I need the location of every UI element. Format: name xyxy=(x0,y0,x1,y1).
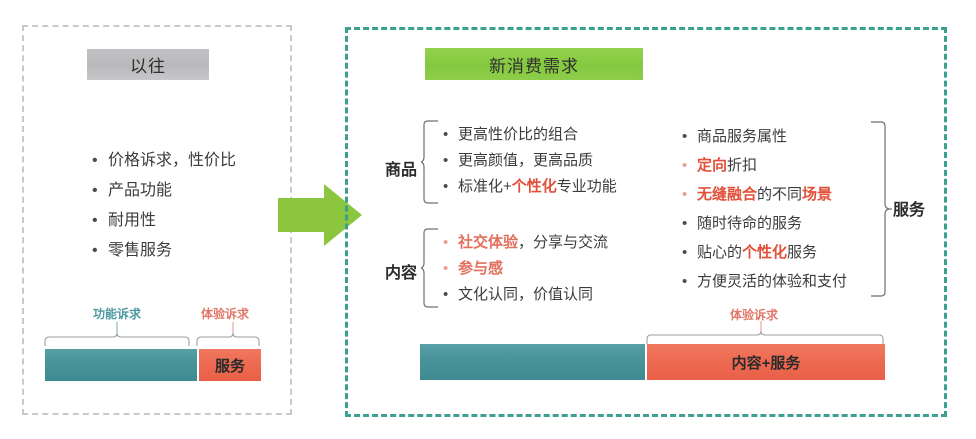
group-label-goods: 商品 xyxy=(385,162,418,179)
text-segment: 标准化+ xyxy=(458,178,512,195)
list-item-label: 社交体验，分享与交流 xyxy=(458,230,608,256)
list-item: • 贴心的个性化服务 xyxy=(682,238,847,267)
panel-new-demand-title: 新消费需求 xyxy=(425,48,643,80)
text-segment: 方便灵活的体验和支付 xyxy=(697,273,848,290)
list-item-label: 随时待命的服务 xyxy=(697,209,802,238)
list-item: • 标准化+个性化专业功能 xyxy=(443,174,617,200)
bar-new-functional xyxy=(420,344,645,380)
list-item-label: 标准化+个性化专业功能 xyxy=(458,174,617,200)
list-item-label: 方便灵活的体验和支付 xyxy=(697,267,847,296)
bullet-dot-icon: • xyxy=(92,152,98,169)
text-segment: 贴心的 xyxy=(697,244,743,261)
list-item-label: 参与感 xyxy=(458,256,503,282)
text-segment: ，分享与交流 xyxy=(518,234,609,251)
caption-experience-demand: 体验诉求 xyxy=(201,307,250,321)
list-item-label: 耐用性 xyxy=(108,212,157,229)
text-segment: 更高性价比的组合 xyxy=(458,126,579,143)
text-segment: 个性化 xyxy=(742,244,788,261)
list-item: • 方便灵活的体验和支付 xyxy=(682,267,847,296)
bullet-dot-icon: • xyxy=(443,152,449,169)
bullet-dot-icon: • xyxy=(682,244,688,261)
list-item: • 更高性价比的组合 xyxy=(443,122,617,148)
bullet-dot-icon: • xyxy=(443,178,449,195)
past-bullet-list: • 价格诉求，性价比 • 产品功能 • 耐用性 • 零售服务 xyxy=(92,146,236,266)
bullet-dot-icon: • xyxy=(443,126,449,143)
list-item-label: 价格诉求，性价比 xyxy=(108,152,237,169)
list-item: • 文化认同，价值认同 xyxy=(443,282,608,308)
bullet-dot-icon: • xyxy=(443,260,449,277)
bullet-dot-icon: • xyxy=(682,128,688,145)
list-item: • 定向折扣 xyxy=(682,151,847,180)
right-arrow-icon xyxy=(278,184,362,246)
list-item: • 无缝融合的不同场景 xyxy=(682,180,847,209)
list-item: • 随时待命的服务 xyxy=(682,209,847,238)
brace-goods xyxy=(421,120,438,204)
bullet-dot-icon: • xyxy=(682,273,688,290)
caption-new-experience-demand: 体验诉求 xyxy=(730,308,779,322)
group-label-service: 服务 xyxy=(893,202,926,219)
list-item-label: 贴心的个性化服务 xyxy=(697,238,817,267)
list-item-label: 定向折扣 xyxy=(697,151,757,180)
text-segment: 折扣 xyxy=(727,157,758,174)
list-item-label: 产品功能 xyxy=(108,182,173,199)
text-segment: 专业功能 xyxy=(556,178,617,195)
group-label-content: 内容 xyxy=(385,265,418,282)
brace-content xyxy=(421,228,438,308)
bullet-dot-icon: • xyxy=(443,286,449,303)
list-item: • 参与感 xyxy=(443,256,608,282)
bracket-new-bars xyxy=(646,321,884,344)
text-segment: 随时待命的服务 xyxy=(697,215,803,232)
list-item-label: 文化认同，价值认同 xyxy=(458,282,593,308)
text-segment: 无缝融合 xyxy=(697,186,758,203)
text-segment: 服务 xyxy=(787,244,818,261)
text-segment: 参与感 xyxy=(458,260,504,277)
bracket-past-bars xyxy=(44,322,260,346)
panel-new-demand xyxy=(345,27,947,417)
list-item-label: 更高性价比的组合 xyxy=(458,122,578,148)
list-item-label: 更高颜值，更高品质 xyxy=(458,148,593,174)
bullet-dot-icon: • xyxy=(92,212,98,229)
list-item: • 社交体验，分享与交流 xyxy=(443,230,608,256)
list-item: • 零售服务 xyxy=(92,236,236,266)
bullet-dot-icon: • xyxy=(443,234,449,251)
bullet-dot-icon: • xyxy=(92,242,98,259)
text-segment: 的不同 xyxy=(757,186,803,203)
list-item: • 商品服务属性 xyxy=(682,122,847,151)
content-bullet-list: • 社交体验，分享与交流 • 参与感 • 文化认同，价值认同 xyxy=(443,230,608,308)
bar-past-functional xyxy=(45,349,197,381)
bar-new-content-service: 内容+服务 xyxy=(647,344,885,380)
bullet-dot-icon: • xyxy=(682,157,688,174)
text-segment: 商品服务属性 xyxy=(697,128,788,145)
text-segment: 文化认同，价值认同 xyxy=(458,286,594,303)
text-segment: 社交体验 xyxy=(458,234,519,251)
panel-past-title: 以往 xyxy=(87,49,209,80)
list-item: • 价格诉求，性价比 xyxy=(92,146,236,176)
text-segment: 个性化 xyxy=(511,178,557,195)
bullet-dot-icon: • xyxy=(92,182,98,199)
list-item: • 产品功能 xyxy=(92,176,236,206)
bullet-dot-icon: • xyxy=(682,186,688,203)
text-segment: 定向 xyxy=(697,157,728,174)
list-item-label: 零售服务 xyxy=(108,242,173,259)
text-segment: 场景 xyxy=(802,186,833,203)
list-item-label: 无缝融合的不同场景 xyxy=(697,180,832,209)
caption-functional-demand: 功能诉求 xyxy=(93,307,142,321)
goods-bullet-list: • 更高性价比的组合 • 更高颜值，更高品质 • 标准化+个性化专业功能 xyxy=(443,122,617,200)
text-segment: 更高颜值，更高品质 xyxy=(458,152,594,169)
list-item-label: 商品服务属性 xyxy=(697,122,787,151)
list-item: • 更高颜值，更高品质 xyxy=(443,148,617,174)
list-item: • 耐用性 xyxy=(92,206,236,236)
bar-past-service: 服务 xyxy=(199,349,261,381)
bullet-dot-icon: • xyxy=(682,215,688,232)
service-bullet-list: •商品服务属性•定向折扣•无缝融合的不同场景•随时待命的服务•贴心的个性化服务•… xyxy=(682,122,847,296)
brace-service xyxy=(871,121,892,297)
